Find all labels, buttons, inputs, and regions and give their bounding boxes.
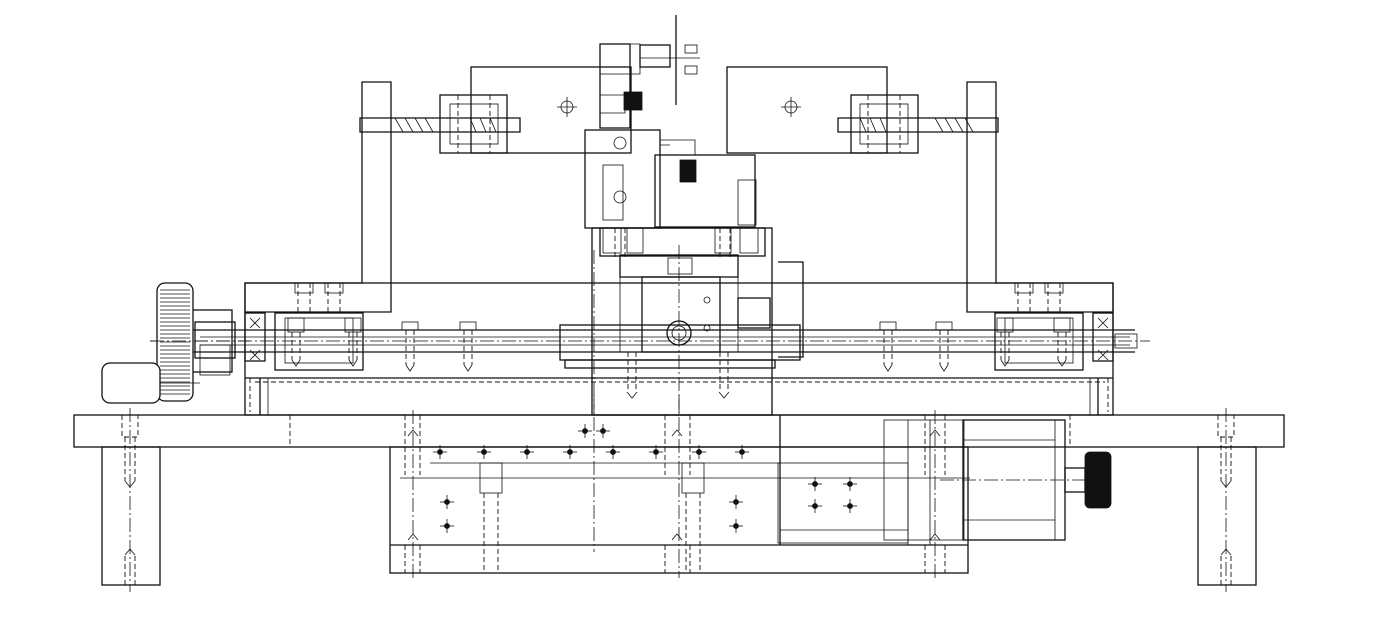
- hole-marker: [440, 495, 454, 509]
- handwheel: [101, 282, 250, 404]
- hole-marker: [578, 424, 592, 438]
- screw: [935, 321, 953, 372]
- bearing-bolt: [1053, 317, 1071, 367]
- hole-marker: [440, 519, 454, 533]
- left-post: [244, 81, 392, 313]
- hole-marker: [477, 445, 491, 459]
- hole-markers: [433, 424, 857, 533]
- right-post: [966, 81, 1114, 313]
- bearing-bolt: [996, 317, 1014, 367]
- motor: [940, 419, 1100, 541]
- hole-marker: [729, 519, 743, 533]
- hole-marker: [692, 445, 706, 459]
- hole-marker: [563, 445, 577, 459]
- screw: [879, 321, 897, 372]
- hole-marker: [649, 445, 663, 459]
- hole-marker: [843, 477, 857, 491]
- center-tower: [584, 15, 804, 416]
- right-jaw: [726, 66, 999, 154]
- hole-marker: [596, 424, 610, 438]
- hole-marker: [843, 499, 857, 513]
- hole-marker: [808, 477, 822, 491]
- hole-marker: [433, 445, 447, 459]
- bearing-bolt: [287, 317, 305, 367]
- left-leg: [101, 408, 161, 592]
- hole-marker: [520, 445, 534, 459]
- left-jaw: [359, 66, 632, 154]
- hole-marker: [735, 445, 749, 459]
- screw: [401, 321, 419, 372]
- hole-marker: [606, 445, 620, 459]
- hole-marker: [729, 495, 743, 509]
- lower-housing: [389, 395, 970, 580]
- motor-knob-icon: [1084, 451, 1112, 509]
- screw: [459, 321, 477, 372]
- right-leg: [1197, 408, 1257, 592]
- hole-marker: [808, 499, 822, 513]
- bearing-bolt: [344, 317, 362, 367]
- carriage-screws: [287, 317, 1071, 372]
